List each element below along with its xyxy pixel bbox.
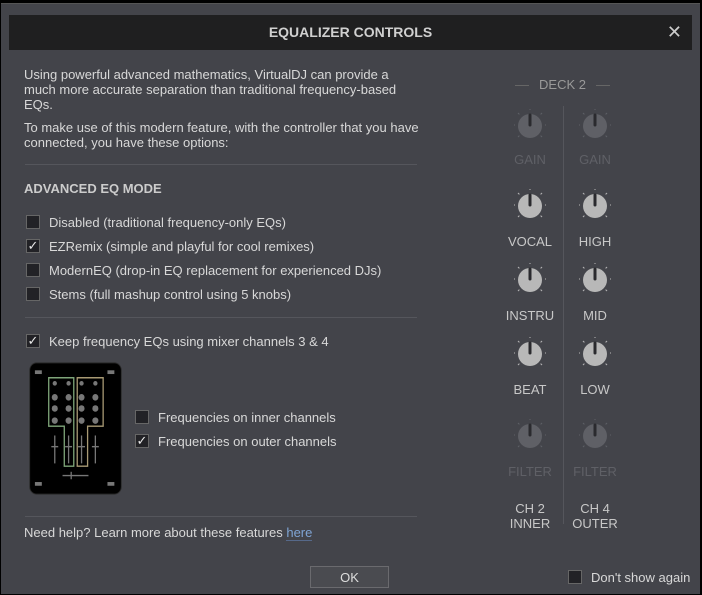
checkbox[interactable]: ✓ xyxy=(26,333,40,348)
checkbox[interactable] xyxy=(135,410,149,424)
knob-label: GAIN xyxy=(514,152,546,167)
option-label: Stems (full mashup control using 5 knobs… xyxy=(49,287,292,302)
knob-label: LOW xyxy=(580,382,610,397)
help-link[interactable]: here xyxy=(286,525,313,541)
close-icon[interactable]: ✕ xyxy=(666,22,682,42)
knob-label: GAIN xyxy=(579,152,611,167)
divider xyxy=(25,164,417,165)
knob-label: VOCAL xyxy=(507,234,553,249)
checkbox[interactable] xyxy=(26,263,40,277)
knob-label: FILTER xyxy=(573,464,617,479)
dont-show-label: Don't show again xyxy=(591,570,691,585)
eq-knob[interactable] xyxy=(578,336,612,369)
intro-text: Using powerful advanced mathematics, Vir… xyxy=(24,67,397,112)
eq-knob[interactable] xyxy=(578,188,612,221)
eq-knob xyxy=(578,418,612,451)
checkbox[interactable] xyxy=(26,287,40,301)
help-label: Need help? Learn more about these featur… xyxy=(24,525,287,540)
eq-knob xyxy=(513,418,547,451)
ch-left-number: CH 2 xyxy=(515,501,545,516)
ch-right-position: OUTER xyxy=(572,516,618,531)
ch-right-number: CH 4 xyxy=(580,501,610,516)
eq-knob xyxy=(578,108,612,141)
divider xyxy=(25,516,417,517)
title-bar: EQUALIZER CONTROLS ✕ xyxy=(9,15,692,50)
ok-button[interactable]: OK xyxy=(310,566,389,588)
divider xyxy=(25,317,417,318)
intro-text-2: To make use of this modern feature, with… xyxy=(24,120,419,150)
checkbox[interactable] xyxy=(568,570,582,584)
eq-knob[interactable] xyxy=(513,336,547,369)
deck-label: DECK 2 xyxy=(539,77,586,92)
option-label: ModernEQ (drop-in EQ replacement for exp… xyxy=(49,263,382,278)
option-label: Frequencies on outer channels xyxy=(158,434,337,449)
eq-knob[interactable] xyxy=(513,262,547,295)
ch-left-position: INNER xyxy=(509,516,551,531)
dialog-title: EQUALIZER CONTROLS xyxy=(268,24,433,40)
column-divider xyxy=(563,106,564,524)
knob-label: BEAT xyxy=(513,382,547,397)
knob-label: FILTER xyxy=(508,464,552,479)
checkbox[interactable]: ✓ xyxy=(135,433,149,448)
equalizer-dialog: EQUALIZER CONTROLS ✕ Using powerful advan… xyxy=(1,3,700,594)
keep-freq-label: Keep frequency EQs using mixer channels … xyxy=(49,334,329,349)
eq-knob[interactable] xyxy=(513,188,547,221)
knob-label: HIGH xyxy=(578,234,612,249)
option-label: Frequencies on inner channels xyxy=(158,410,336,425)
knob-label: MID xyxy=(583,308,607,323)
option-label: Disabled (traditional frequency-only EQs… xyxy=(49,215,286,230)
mode-heading: ADVANCED EQ MODE xyxy=(24,181,162,196)
knob-label: INSTRU xyxy=(505,308,555,323)
eq-knob[interactable] xyxy=(578,262,612,295)
eq-knob xyxy=(513,108,547,141)
mixer-diagram xyxy=(28,361,123,496)
deck-header: DECK 2 xyxy=(515,77,610,92)
option-label: EZRemix (simple and playful for cool rem… xyxy=(49,239,315,254)
help-text: Need help? Learn more about these featur… xyxy=(24,525,313,541)
checkbox[interactable] xyxy=(26,215,40,229)
checkbox[interactable]: ✓ xyxy=(26,238,40,253)
